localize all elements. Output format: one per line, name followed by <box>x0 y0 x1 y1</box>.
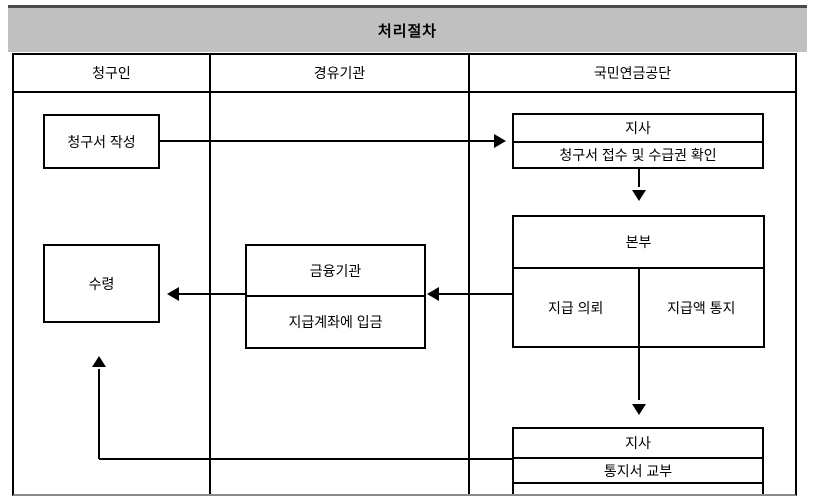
flow-box-title: 금융기관 <box>247 246 424 297</box>
flow-box-bank: 금융기관 지급계좌에 입금 <box>245 244 426 349</box>
arrow-down-icon <box>632 190 646 201</box>
flow-table: 청구인 경유기관 국민연금공단 청구서 작성 지사 청구서 접수 및 수급권 확… <box>12 53 797 496</box>
column-divider-2 <box>468 55 470 494</box>
connector-branchnotice-return <box>99 458 512 460</box>
flow-box-title: 지사 <box>514 115 762 143</box>
flow-box-label: 수령 <box>88 275 115 292</box>
flow-box-title: 지사 <box>514 429 762 459</box>
flow-box-detail: 청구서 접수 및 수급권 확인 <box>559 147 717 163</box>
flow-box-receive: 수령 <box>43 244 160 323</box>
flow-box-write-claim: 청구서 작성 <box>43 114 160 169</box>
arrow-down-icon <box>632 404 646 415</box>
flow-box-detail: 지급계좌에 입금 <box>288 314 383 330</box>
connector-bank-to-receive <box>179 293 245 295</box>
connector-hq-to-bank <box>439 293 512 295</box>
connector-branch-to-hq <box>638 169 640 187</box>
connector-return-up <box>98 369 100 459</box>
column-header-claimant: 청구인 <box>92 65 131 81</box>
column-header-nps: 국민연금공단 <box>593 65 672 81</box>
connector-hq-to-branchnotice <box>638 348 640 400</box>
arrow-right-icon <box>494 134 506 148</box>
cell-payment-request: 지급 의뢰 <box>514 269 640 346</box>
flow-box-label: 청구서 작성 <box>67 133 136 150</box>
flow-box-headquarters: 본부 지급 의뢰 지급액 통지 <box>512 215 765 348</box>
arrow-left-icon <box>427 287 439 301</box>
column-header-intermediary: 경유기관 <box>313 65 366 81</box>
headquarters-cells: 지급 의뢰 지급액 통지 <box>514 269 763 346</box>
flow-box-branch-receive: 지사 청구서 접수 및 수급권 확인 <box>512 113 764 169</box>
title-bar: 처리절차 <box>8 5 807 52</box>
header-row-divider <box>14 91 795 93</box>
column-divider-1 <box>209 55 211 494</box>
flow-box-title: 본부 <box>514 217 763 269</box>
arrow-left-icon <box>167 287 179 301</box>
cell-payment-amount-notice: 지급액 통지 <box>667 299 736 316</box>
connector-writeclaim-to-branch <box>160 140 494 142</box>
diagram-title: 처리절차 <box>377 22 438 40</box>
flow-box-branch-notice: 지사 통지서 교부 <box>512 427 764 494</box>
flow-box-detail: 통지서 교부 <box>514 459 762 484</box>
arrow-up-icon <box>92 356 106 367</box>
